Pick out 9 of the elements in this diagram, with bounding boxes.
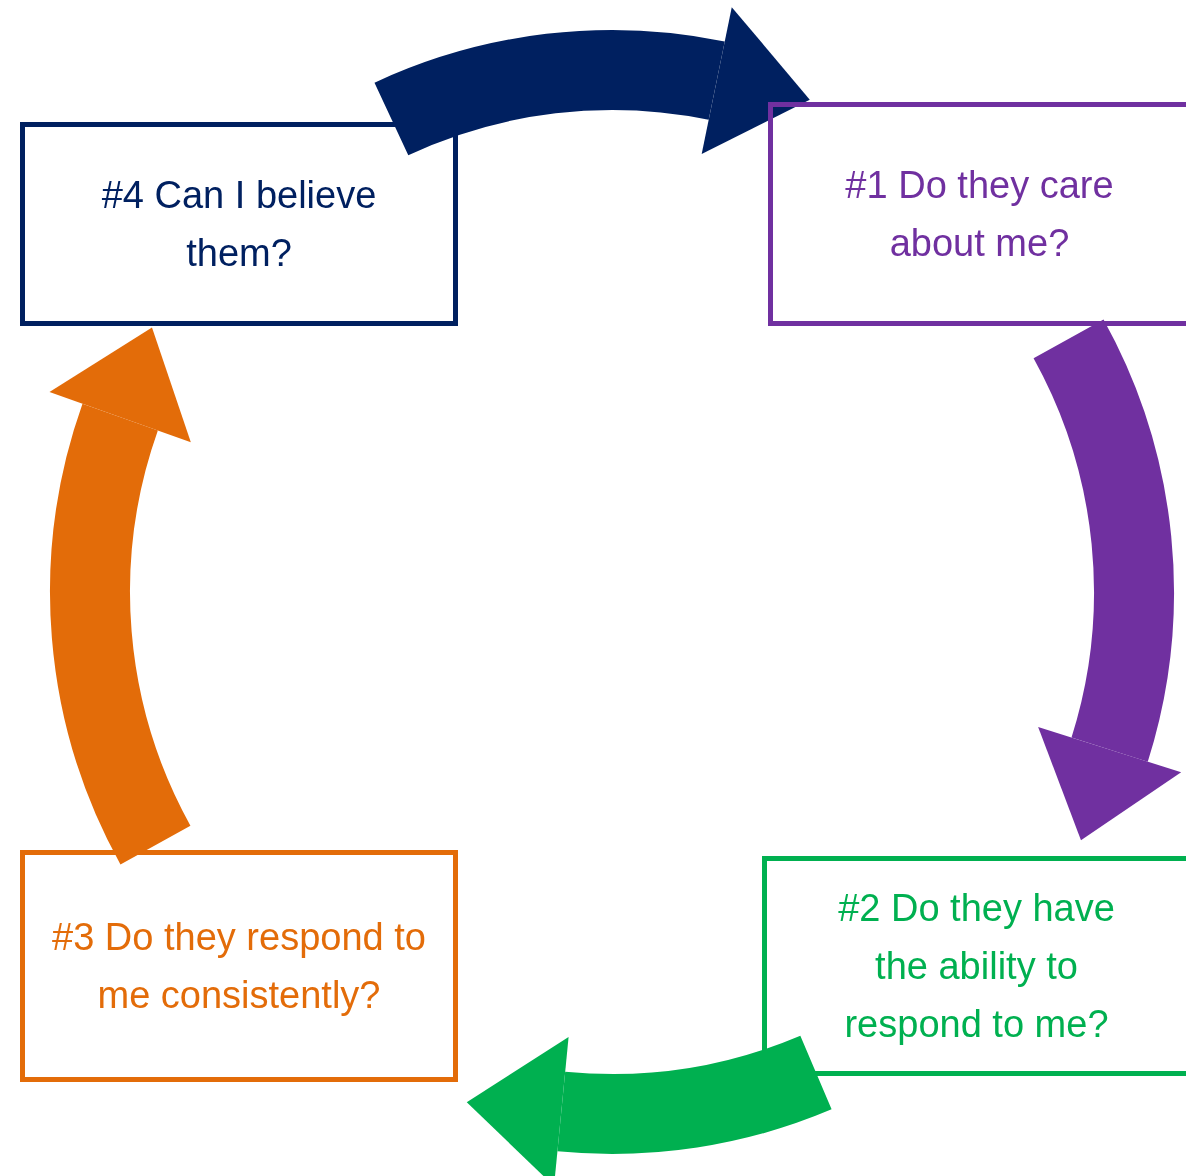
curved-arrow bbox=[466, 1034, 830, 1176]
question-box bbox=[768, 102, 1186, 326]
question-box bbox=[20, 122, 458, 326]
question-text: #3 Do they respond to me consistently? bbox=[51, 915, 427, 1018]
question-box bbox=[20, 850, 458, 1082]
question-text: #1 Do they care about me? bbox=[844, 163, 1115, 266]
question-text: #2 Do they have the ability to respond to me? bbox=[837, 886, 1116, 1047]
question-box bbox=[762, 856, 1186, 1076]
question-text: #4 Can I believe them? bbox=[100, 173, 378, 276]
